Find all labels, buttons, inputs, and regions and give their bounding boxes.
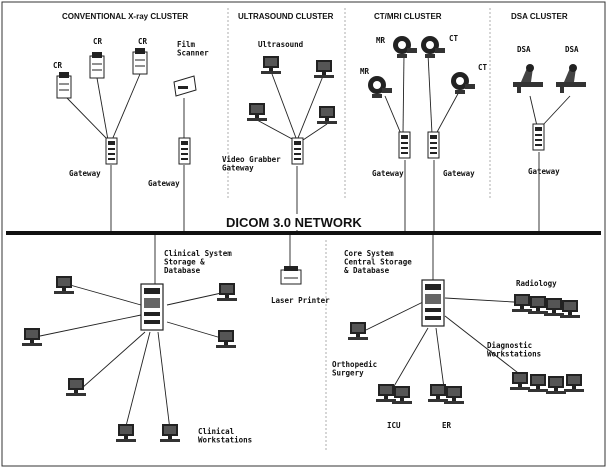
workstation-icon — [160, 424, 180, 442]
cluster-header-ctmri: CT/MRI CLUSTER — [374, 12, 442, 21]
ct-scanner-icon — [451, 72, 475, 94]
icu-label: ICU — [387, 421, 401, 430]
laser-printer-label: Laser Printer — [271, 296, 330, 305]
icu-workstations — [376, 384, 412, 404]
ultrasound-device-icon — [261, 56, 281, 74]
dsa-label: DSA — [565, 45, 579, 54]
cr-label: CR — [138, 37, 148, 46]
laser-printer-icon — [281, 266, 301, 284]
diagnostic-workstations — [510, 372, 584, 394]
gateway-label: Gateway — [528, 167, 560, 176]
mr-label: MR — [376, 36, 386, 45]
gateway-icon — [533, 124, 544, 150]
cr-device-icon — [90, 52, 104, 78]
ultrasound-label: Ultrasound — [258, 40, 303, 49]
dsa-wires — [530, 96, 570, 232]
cluster-header-xray: CONVENTIONAL X-ray CLUSTER — [62, 12, 188, 21]
ultrasound-device-icon — [314, 60, 334, 78]
xray-wires — [67, 74, 184, 232]
workstation-icon — [54, 276, 74, 294]
video-grabber-gateway-icon — [292, 138, 303, 164]
ultrasound-device-icon — [247, 103, 267, 121]
cr-device-icon — [57, 72, 71, 98]
cluster-header-dsa: DSA CLUSTER — [511, 12, 568, 21]
network-label: DICOM 3.0 NETWORK — [226, 215, 362, 230]
mr-label: MR — [360, 67, 370, 76]
er-label: ER — [442, 421, 452, 430]
gateway-label: Gateway — [69, 169, 101, 178]
mr-scanner-icon — [393, 36, 417, 58]
cr-label: CR — [53, 61, 63, 70]
ct-label: CT — [478, 63, 488, 72]
cr-device-icon — [133, 48, 147, 74]
film-scanner-icon — [174, 76, 196, 96]
workstation-icon — [348, 322, 368, 340]
workstation-icon — [22, 328, 42, 346]
mr-scanner-icon — [368, 76, 392, 98]
gateway-icon — [399, 132, 410, 158]
cluster-header-ultrasound: ULTRASOUND CLUSTER — [238, 12, 334, 21]
dsa-device-icon — [513, 64, 543, 93]
ct-scanner-icon — [421, 36, 445, 58]
dsa-device-icon — [556, 64, 586, 93]
radiology-label: Radiology — [516, 279, 557, 288]
er-workstations — [428, 384, 464, 404]
workstation-icon — [216, 330, 236, 348]
gateway-label: Gateway — [443, 169, 475, 178]
gateway-label: Gateway — [148, 179, 180, 188]
workstation-icon — [66, 378, 86, 396]
workstation-icon — [217, 283, 237, 301]
ultrasound-device-icon — [317, 106, 337, 124]
ctmri-wires — [385, 54, 460, 232]
gateway-icon — [428, 132, 439, 158]
gateway-icon — [106, 138, 117, 164]
workstation-icon — [116, 424, 136, 442]
dsa-label: DSA — [517, 45, 531, 54]
ct-label: CT — [449, 34, 459, 43]
core-storage-server-icon — [422, 280, 444, 326]
clinical-storage-server-icon — [141, 284, 163, 330]
cr-label: CR — [93, 37, 103, 46]
dicom-network-bus — [6, 231, 601, 235]
gateway-label: Gateway — [372, 169, 404, 178]
gateway-icon — [179, 138, 190, 164]
radiology-workstations — [512, 294, 580, 318]
